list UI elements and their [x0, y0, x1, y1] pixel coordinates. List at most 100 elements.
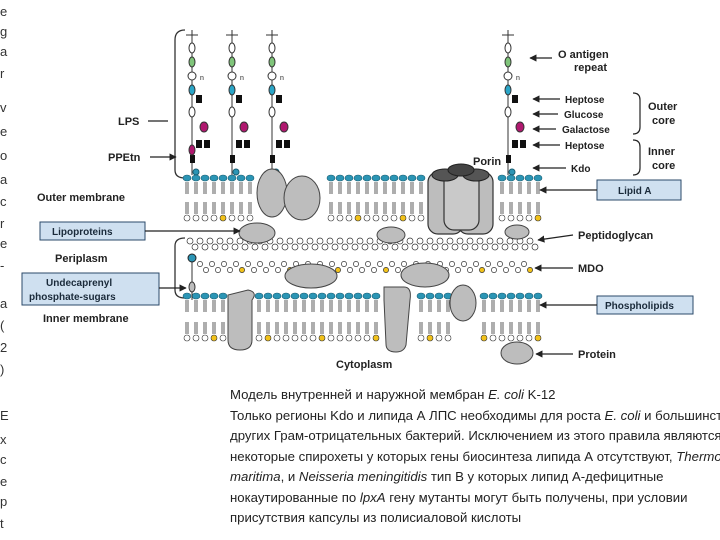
lipid-head [344, 292, 354, 300]
lipoproteins-label: Lipoproteins [52, 227, 113, 238]
inner-membrane-protein [227, 289, 255, 351]
lipid-head [533, 292, 543, 300]
repeat-n-label: n [240, 75, 244, 82]
inner-core-label-line1: Inner [648, 146, 676, 158]
peptidoglycan-unit [421, 243, 429, 251]
o-antigen-sugar [503, 71, 513, 81]
lipid-head [381, 214, 389, 222]
lipoprotein [238, 222, 276, 244]
lipid-a-label: Lipid A [618, 186, 652, 197]
o-antigen-sugar [504, 42, 512, 54]
o-antigen-sugar [268, 56, 276, 68]
porin [427, 163, 494, 235]
peptidoglycan-unit [476, 237, 484, 245]
mdo-unit [467, 267, 473, 273]
left-edge-char: a [0, 172, 8, 187]
peptidoglycan-unit [456, 237, 464, 245]
lipid-head [479, 292, 489, 300]
peptidoglycan-unit [381, 243, 389, 251]
peptidoglycan-unit [221, 243, 229, 251]
lipid-head [507, 334, 515, 342]
peptidoglycan-unit [351, 243, 359, 251]
peptidoglycan-unit [306, 237, 314, 245]
lipid-head [318, 334, 326, 342]
lipid-a-head [508, 168, 516, 176]
glucose-sugar [228, 84, 236, 96]
peptidoglycan-unit [291, 243, 299, 251]
caption-line-3: других Грам-отрицательных бактерий. Искл… [230, 428, 720, 443]
peptidoglycan-unit [186, 237, 194, 245]
lipid-head [317, 292, 327, 300]
o-antigen-sugar [268, 42, 276, 54]
lipid-head [408, 214, 416, 222]
repeat-n-label: n [516, 75, 520, 82]
o-antigen-label-line1: O antigen [558, 49, 609, 61]
lipid-head [201, 214, 209, 222]
peptidoglycan-unit [391, 243, 399, 251]
heptose-sugar [512, 140, 518, 148]
repeat-n-label: n [200, 75, 204, 82]
peptidoglycan-unit [311, 243, 319, 251]
peptidoglycan-unit [341, 243, 349, 251]
peptidoglycan-unit [501, 243, 509, 251]
peptidoglycan-unit [326, 237, 334, 245]
lipid-head [372, 334, 380, 342]
left-edge-char: g [0, 24, 8, 39]
lipid-head [237, 214, 245, 222]
lipid-head [335, 292, 345, 300]
lipid-head [389, 174, 399, 182]
peptidoglycan-unit [371, 243, 379, 251]
lipid-head [192, 334, 200, 342]
lipid-head [525, 334, 533, 342]
lipoprotein [376, 226, 406, 244]
mdo-unit [335, 267, 341, 273]
left-edge-char: a [0, 296, 8, 311]
lipid-head [371, 174, 381, 182]
peptidoglycan-unit [316, 237, 324, 245]
mdo-unit [515, 267, 521, 273]
mdo-unit [239, 267, 245, 273]
mdo-unit [203, 267, 209, 273]
outer-membrane-protein [283, 175, 321, 221]
lipid-head [524, 174, 534, 182]
heptose-sugar [520, 140, 526, 148]
lipid-head [300, 334, 308, 342]
mdo-unit [215, 267, 221, 273]
mdo-unit [353, 261, 359, 267]
lipid-head [326, 292, 336, 300]
peptidoglycan-unit [241, 243, 249, 251]
heptose-sugar [512, 95, 518, 103]
undecaprenyl-phosphate-sugars [187, 253, 197, 300]
mdo-unit [263, 267, 269, 273]
glucose-label: Glucose [564, 110, 604, 121]
cytoplasmic-protein [500, 341, 534, 365]
cytoplasm-label: Cytoplasm [336, 359, 392, 371]
peptidoglycan-unit [236, 237, 244, 245]
lps-bracket [174, 29, 186, 179]
left-edge-char: e [0, 236, 8, 251]
heptose-sugar [204, 140, 210, 148]
outer-membrane-label: Outer membrane [37, 192, 125, 204]
o-antigen-sugar [267, 71, 277, 81]
lps-label: LPS [118, 116, 139, 128]
peptidoglycan-unit [231, 243, 239, 251]
peptidoglycan-unit [431, 243, 439, 251]
left-edge-char: v [0, 100, 7, 115]
kdo-sugar [270, 155, 275, 163]
lipid-head [371, 292, 381, 300]
lipid-head [309, 334, 317, 342]
peptidoglycan-unit [521, 243, 529, 251]
galactose-label: Galactose [562, 125, 610, 136]
lipid-head [299, 292, 309, 300]
kdo-label: Kdo [571, 164, 590, 175]
mdo-unit [491, 267, 497, 273]
lipid-head [281, 292, 291, 300]
outer-core-label-line1: Outer [648, 101, 678, 113]
caption-line-5: maritima, и Neisseria meningitidis тип В… [230, 469, 664, 484]
left-edge-char: e [0, 4, 8, 19]
porin-label: Porin [473, 156, 501, 168]
left-edge-char: ) [0, 362, 5, 377]
lipid-head [191, 174, 201, 182]
lipid-head [497, 292, 507, 300]
peptidoglycan-unit [436, 237, 444, 245]
